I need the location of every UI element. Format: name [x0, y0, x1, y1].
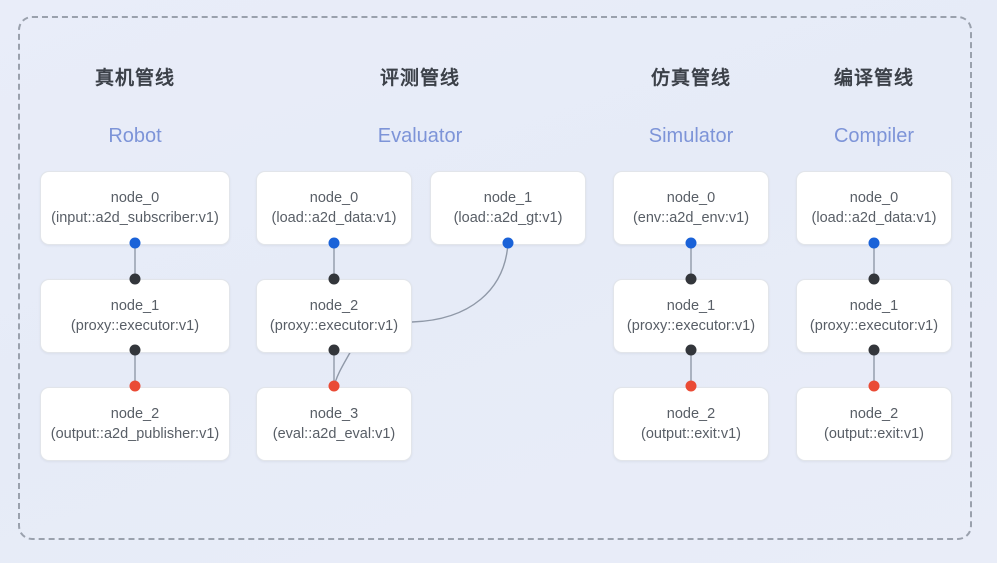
node-name: node_1	[110, 297, 160, 314]
port-black-dot[interactable]	[868, 344, 880, 356]
node-type: (load::a2d_gt:v1)	[453, 209, 563, 226]
port-red-dot[interactable]	[129, 380, 141, 392]
column-title-evaluator: 评测管线	[379, 68, 461, 89]
node-type: (load::a2d_data:v1)	[271, 209, 397, 226]
port-black-dot[interactable]	[129, 344, 141, 356]
node-card[interactable]: node_0(env::a2d_env:v1)	[613, 171, 769, 245]
node-card[interactable]: node_1(proxy::executor:v1)	[796, 279, 952, 353]
node-type: (load::a2d_data:v1)	[811, 209, 937, 226]
column-subtitle-robot: Robot	[108, 125, 162, 147]
node-name: node_1	[666, 297, 716, 314]
node-type: (proxy::executor:v1)	[269, 317, 399, 334]
node-type: (env::a2d_env:v1)	[632, 209, 750, 226]
node-type: (output::exit:v1)	[641, 425, 741, 442]
port-black-dot[interactable]	[685, 344, 697, 356]
node-name: node_2	[849, 405, 899, 422]
node-name: node_2	[666, 405, 716, 422]
port-blue-dot[interactable]	[868, 237, 880, 249]
node-type: (output::a2d_publisher:v1)	[50, 425, 220, 442]
node-type: (proxy::executor:v1)	[70, 317, 200, 334]
port-blue-dot[interactable]	[502, 237, 514, 249]
node-card[interactable]: node_1(proxy::executor:v1)	[613, 279, 769, 353]
node-name: node_3	[309, 405, 359, 422]
port-black-dot[interactable]	[685, 273, 697, 285]
port-blue-dot[interactable]	[685, 237, 697, 249]
column-subtitle-compiler: Compiler	[833, 125, 915, 147]
port-red-dot[interactable]	[868, 380, 880, 392]
node-type: (input::a2d_subscriber:v1)	[51, 209, 219, 226]
node-name: node_2	[309, 297, 359, 314]
node-card[interactable]: node_0(input::a2d_subscriber:v1)	[40, 171, 230, 245]
node-card[interactable]: node_1(load::a2d_gt:v1)	[430, 171, 586, 245]
node-card[interactable]: node_0(load::a2d_data:v1)	[796, 171, 952, 245]
node-name: node_0	[110, 189, 160, 206]
port-black-dot[interactable]	[129, 273, 141, 285]
port-red-dot[interactable]	[328, 380, 340, 392]
node-type: (proxy::executor:v1)	[626, 317, 756, 334]
column-subtitle-simulator: Simulator	[648, 125, 734, 147]
port-black-dot[interactable]	[328, 273, 340, 285]
port-black-dot[interactable]	[328, 344, 340, 356]
node-card[interactable]: node_2(output::exit:v1)	[796, 387, 952, 461]
column-title-robot: 真机管线	[94, 68, 176, 89]
node-type: (output::exit:v1)	[824, 425, 924, 442]
port-red-dot[interactable]	[685, 380, 697, 392]
node-name: node_1	[483, 189, 533, 206]
port-blue-dot[interactable]	[328, 237, 340, 249]
node-type: (proxy::executor:v1)	[809, 317, 939, 334]
port-black-dot[interactable]	[868, 273, 880, 285]
node-name: node_0	[309, 189, 359, 206]
node-type: (eval::a2d_eval:v1)	[272, 425, 396, 442]
node-card[interactable]: node_3(eval::a2d_eval:v1)	[256, 387, 412, 461]
column-subtitle-evaluator: Evaluator	[377, 125, 463, 147]
node-card[interactable]: node_2(output::a2d_publisher:v1)	[40, 387, 230, 461]
node-name: node_0	[849, 189, 899, 206]
node-name: node_2	[110, 405, 160, 422]
node-card[interactable]: node_0(load::a2d_data:v1)	[256, 171, 412, 245]
column-title-compiler: 编译管线	[833, 68, 915, 89]
node-name: node_1	[849, 297, 899, 314]
pipeline-group-frame	[18, 16, 972, 540]
port-blue-dot[interactable]	[129, 237, 141, 249]
node-card[interactable]: node_2(proxy::executor:v1)	[256, 279, 412, 353]
column-title-simulator: 仿真管线	[650, 68, 732, 89]
node-card[interactable]: node_2(output::exit:v1)	[613, 387, 769, 461]
node-name: node_0	[666, 189, 716, 206]
node-card[interactable]: node_1(proxy::executor:v1)	[40, 279, 230, 353]
